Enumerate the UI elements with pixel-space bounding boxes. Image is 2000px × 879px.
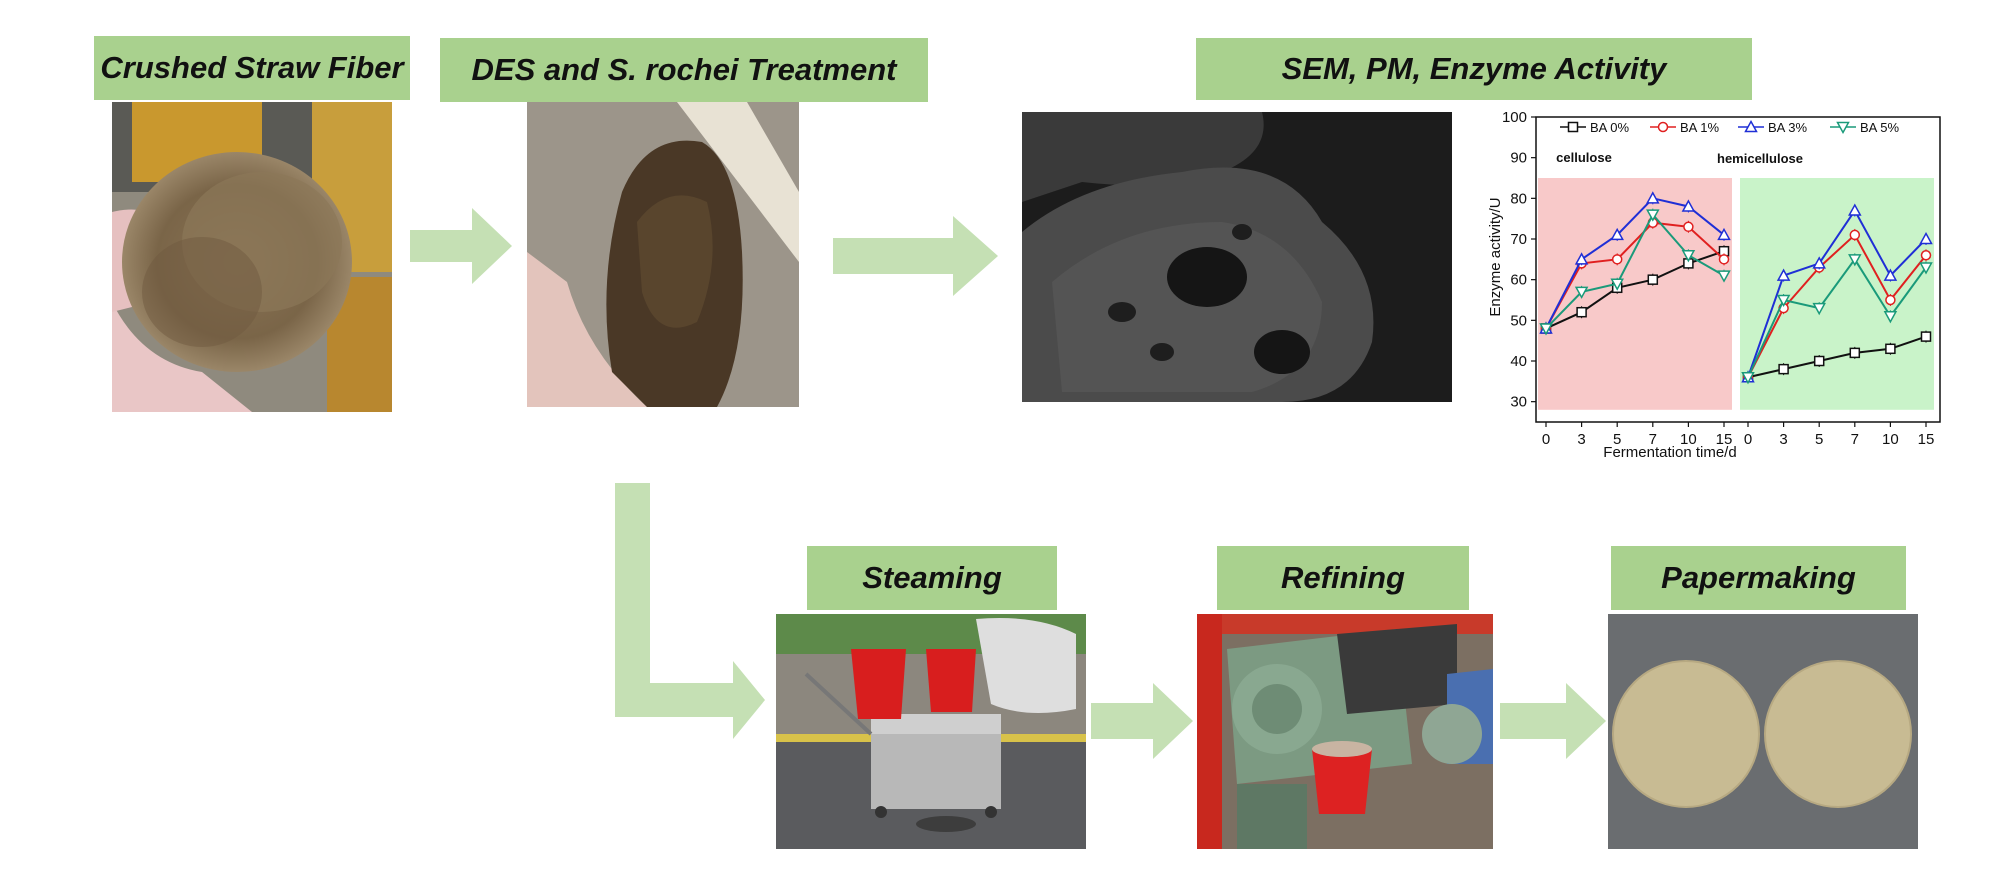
series-line-hemicellulose-ba3 bbox=[1747, 208, 1927, 378]
legend-marker bbox=[1744, 119, 1758, 133]
legend-marker bbox=[1567, 121, 1579, 133]
data-point-hemicellulose-ba3 bbox=[1776, 268, 1791, 281]
data-point-cellulose-ba5 bbox=[1646, 209, 1660, 222]
arrow-steaming-to-refining bbox=[1091, 683, 1193, 759]
crushed-straw-photo bbox=[112, 102, 392, 412]
data-point-hemicellulose-ba0 bbox=[1920, 331, 1932, 342]
papermaking-handsheets-photo bbox=[1608, 614, 1918, 849]
data-point-hemicellulose-ba5 bbox=[1883, 311, 1898, 324]
x-tick-label: 3 bbox=[1577, 431, 1585, 448]
data-point-cellulose-ba5 bbox=[1717, 270, 1731, 283]
y-tick-label: 50 bbox=[1510, 312, 1527, 329]
steaming-equipment-photo bbox=[776, 614, 1086, 849]
x-tick-label: 7 bbox=[1851, 431, 1859, 448]
data-point-cellulose-ba5 bbox=[1539, 323, 1553, 336]
x-tick-label: 15 bbox=[1716, 431, 1733, 448]
x-tick-label: 0 bbox=[1744, 431, 1752, 448]
y-tick-label: 60 bbox=[1510, 272, 1527, 289]
label-refining: Refining bbox=[1217, 546, 1469, 610]
y-tick-label: 90 bbox=[1510, 150, 1527, 167]
series-line-hemicellulose-ba1 bbox=[1747, 233, 1927, 378]
data-point-hemicellulose-ba5 bbox=[1776, 294, 1791, 308]
x-tick-label: 10 bbox=[1680, 431, 1697, 448]
data-point-hemicellulose-ba1 bbox=[1849, 229, 1861, 241]
x-tick-label: 5 bbox=[1815, 431, 1823, 448]
series-line-cellulose-ba1 bbox=[1545, 221, 1725, 329]
x-tick-label: 10 bbox=[1882, 431, 1899, 448]
data-point-hemicellulose-ba1 bbox=[1885, 294, 1896, 306]
x-tick-label: 7 bbox=[1649, 431, 1657, 448]
data-point-hemicellulose-ba3 bbox=[1848, 203, 1862, 216]
y-tick-label: 70 bbox=[1510, 231, 1527, 248]
enzyme-activity-chart: 30 40 50 60 70 80 90 100 0 3 5 7 10 15 0 3 5 7 10 15 BA 0% B… bbox=[1480, 102, 1960, 462]
series-line-cellulose-ba5 bbox=[1545, 212, 1725, 330]
data-point-hemicellulose-ba5 bbox=[1848, 254, 1862, 267]
data-point-cellulose-ba3 bbox=[1717, 227, 1731, 241]
y-axis-title: Enzyme activity/U bbox=[1487, 197, 1504, 316]
arrow-crushed-to-treatment bbox=[410, 208, 512, 284]
label-crushed-straw-fiber: Crushed Straw Fiber bbox=[94, 36, 410, 100]
legend-label: BA 5% bbox=[1860, 120, 1899, 135]
y-tick-label: 30 bbox=[1510, 394, 1527, 411]
data-point-hemicellulose-ba5 bbox=[1741, 372, 1755, 385]
x-tick-label: 3 bbox=[1779, 431, 1787, 448]
legend-marker bbox=[1836, 121, 1850, 135]
data-point-cellulose-ba1 bbox=[1611, 254, 1623, 265]
data-point-hemicellulose-ba0 bbox=[1778, 363, 1789, 375]
arrow-treatment-to-analysis bbox=[833, 216, 998, 296]
x-tick-label: 5 bbox=[1613, 431, 1621, 448]
data-point-hemicellulose-ba3 bbox=[1883, 268, 1898, 281]
data-point-cellulose-ba3 bbox=[1681, 199, 1696, 212]
data-point-cellulose-ba0 bbox=[1576, 306, 1587, 318]
data-point-cellulose-ba5 bbox=[1574, 286, 1589, 299]
data-point-hemicellulose-ba0 bbox=[1885, 343, 1896, 355]
legend-label: BA 1% bbox=[1680, 120, 1719, 135]
data-point-hemicellulose-ba0 bbox=[1813, 355, 1825, 367]
x-axis-title: Fermentation time/d bbox=[1603, 444, 1736, 461]
data-point-cellulose-ba3 bbox=[1610, 227, 1624, 241]
series-line-hemicellulose-ba5 bbox=[1747, 257, 1927, 378]
panel-bg-hemicellulose bbox=[1740, 178, 1934, 410]
des-treated-fiber-photo bbox=[527, 102, 799, 407]
x-tick-label: 0 bbox=[1542, 431, 1550, 448]
data-point-cellulose-ba3 bbox=[1574, 252, 1589, 265]
arrow-refining-to-papermaking bbox=[1500, 683, 1606, 759]
data-point-hemicellulose-ba5 bbox=[1812, 302, 1826, 316]
refining-machine-photo bbox=[1197, 614, 1493, 849]
data-point-cellulose-ba1 bbox=[1718, 254, 1730, 265]
data-point-hemicellulose-ba1 bbox=[1920, 250, 1932, 261]
legend-label: BA 0% bbox=[1590, 120, 1629, 135]
data-point-cellulose-ba0 bbox=[1647, 274, 1659, 285]
label-papermaking: Papermaking bbox=[1611, 546, 1906, 610]
data-point-cellulose-ba5 bbox=[1610, 278, 1624, 291]
series-line-cellulose-ba0 bbox=[1545, 250, 1725, 330]
legend-marker bbox=[1657, 121, 1669, 133]
label-steaming: Steaming bbox=[807, 546, 1057, 610]
data-point-hemicellulose-ba5 bbox=[1919, 262, 1933, 275]
data-point-hemicellulose-ba3 bbox=[1812, 256, 1826, 269]
panel-label-cellulose: cellulose bbox=[1556, 150, 1612, 165]
sem-micrograph bbox=[1022, 112, 1452, 402]
y-tick-label: 80 bbox=[1510, 190, 1527, 207]
arrow-treatment-to-steaming bbox=[615, 483, 765, 739]
label-sem-pm-enzyme: SEM, PM, Enzyme Activity bbox=[1196, 38, 1752, 100]
data-point-cellulose-ba5 bbox=[1681, 250, 1696, 263]
data-point-hemicellulose-ba0 bbox=[1849, 347, 1861, 359]
y-tick-label: 100 bbox=[1502, 109, 1527, 126]
data-point-cellulose-ba3 bbox=[1646, 191, 1660, 204]
panel-bg-cellulose bbox=[1538, 178, 1732, 410]
plot-frame bbox=[1535, 116, 1941, 423]
series-line-hemicellulose-ba0 bbox=[1747, 335, 1927, 379]
data-point-hemicellulose-ba3 bbox=[1919, 231, 1933, 245]
legend-label: BA 3% bbox=[1768, 120, 1807, 135]
panel-label-hemicellulose: hemicellulose bbox=[1717, 151, 1803, 166]
label-des-treatment: DES and S. rochei Treatment bbox=[440, 38, 928, 102]
x-tick-label: 15 bbox=[1918, 431, 1935, 448]
y-tick-label: 40 bbox=[1510, 353, 1527, 370]
data-point-cellulose-ba1 bbox=[1683, 221, 1694, 233]
